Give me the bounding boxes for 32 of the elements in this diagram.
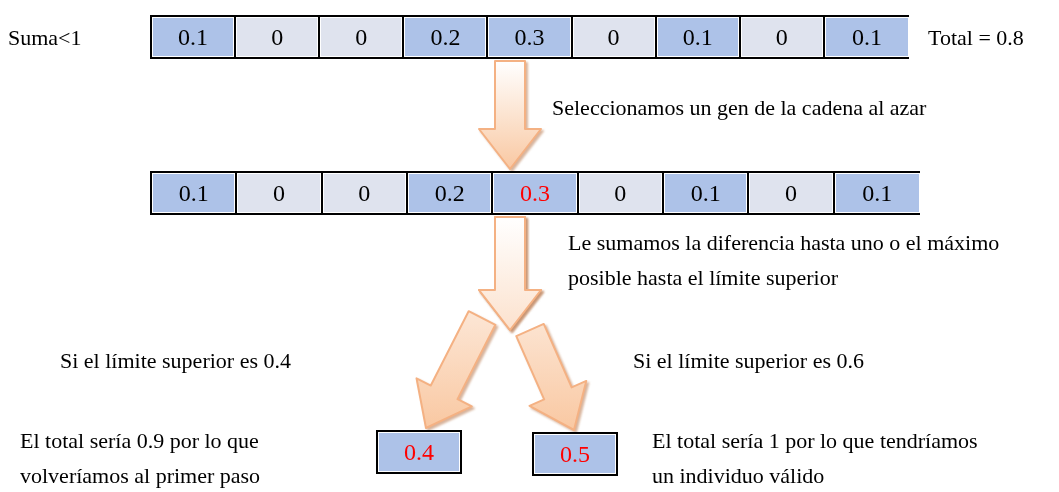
result-gene-cell: 0.5 bbox=[532, 432, 618, 476]
annotation-text: Suma<1 bbox=[8, 24, 83, 52]
gene-cell: 0.1 bbox=[152, 17, 237, 57]
gene-cell: 0 bbox=[740, 17, 825, 57]
gene-cell: 0 bbox=[236, 17, 321, 57]
edge-label: Seleccionamos un gen de la cadena al azar bbox=[552, 94, 928, 122]
gene-cell: 0.3 bbox=[488, 17, 573, 57]
gene-cell: 0 bbox=[572, 17, 657, 57]
block-arrow bbox=[478, 216, 588, 431]
chromosome-strip bbox=[150, 171, 920, 215]
result-gene-cell: 0.4 bbox=[376, 430, 462, 474]
gene-cell: 0 bbox=[322, 173, 408, 213]
note-text: El total sería 0.9 por lo que volveríamos al primer paso bbox=[20, 427, 262, 490]
edge-label: Si el límite superior es 0.6 bbox=[633, 347, 865, 375]
gene-cell: 0.3 bbox=[493, 173, 579, 213]
note-text: Le sumamos la diferencia hasta uno o el máximo posible hasta el límite superior bbox=[568, 229, 1001, 292]
gene-cell: 0.1 bbox=[664, 173, 750, 213]
chromosome-strip bbox=[150, 15, 909, 59]
gene-cell: 0.2 bbox=[404, 17, 489, 57]
gene-cell: 0.1 bbox=[152, 173, 238, 213]
gene-cell: 0.1 bbox=[834, 173, 920, 213]
gene-cell: 0.2 bbox=[408, 173, 494, 213]
gene-cell: 0 bbox=[578, 173, 664, 213]
note-text: Si el límite superior es 0.4 bbox=[60, 347, 292, 375]
gene-cell: 0.1 bbox=[656, 17, 741, 57]
gene-cell: 0.1 bbox=[824, 17, 909, 57]
annotation-text: El total sería 1 por lo que tendríamos un individuo válido bbox=[652, 427, 979, 490]
gene-cell: 0 bbox=[749, 173, 835, 213]
block-arrow bbox=[478, 60, 542, 170]
gene-cell: 0 bbox=[320, 17, 405, 57]
annotation-text: Total = 0.8 bbox=[928, 24, 1025, 52]
gene-cell: 0 bbox=[237, 173, 323, 213]
